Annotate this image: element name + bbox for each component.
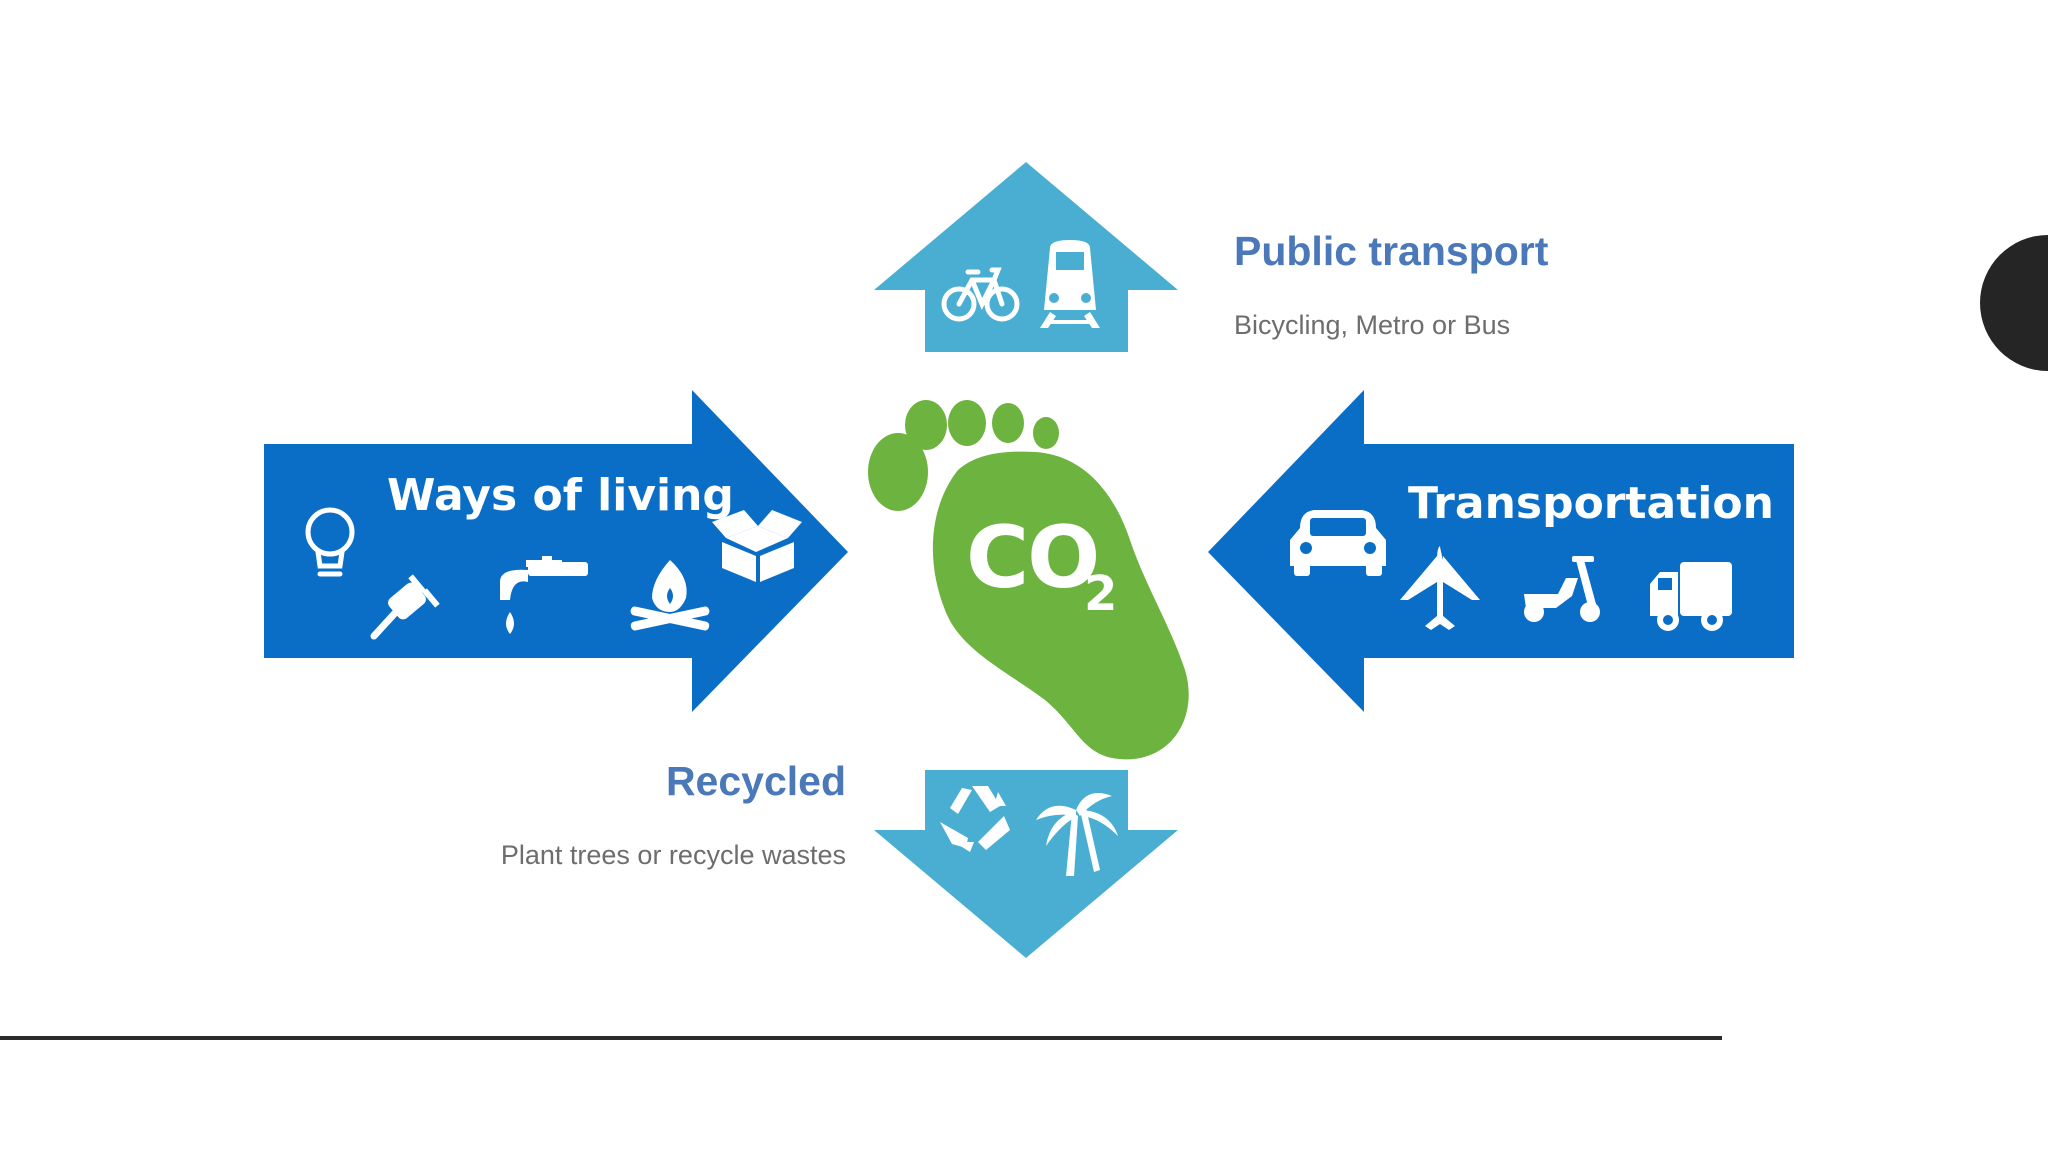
campfire-icon: [630, 560, 710, 631]
train-icon: [1040, 240, 1100, 328]
plug-icon: [370, 574, 440, 640]
truck-icon: [1650, 562, 1732, 631]
footprint-icon: [868, 400, 1189, 760]
transportation-label: Transportation: [1408, 478, 1774, 529]
scooter-icon: [1524, 556, 1600, 622]
co2-subscript: 2: [1084, 566, 1118, 622]
co2-label: CO: [966, 508, 1100, 608]
public-transport-arrow: [874, 162, 1178, 352]
divider-line: [0, 1036, 1722, 1040]
public-transport-heading: Public transport: [1234, 228, 1549, 274]
transportation-arrow: [1208, 390, 1794, 712]
recycled-heading: Recycled: [665, 758, 846, 804]
box-icon: [712, 510, 802, 582]
public-transport-subtitle: Bicycling, Metro or Bus: [1234, 310, 1511, 340]
ways-of-living-label: Ways of living: [387, 470, 734, 521]
bicycle-icon: [941, 267, 1020, 322]
lightbulb-icon: [305, 507, 355, 577]
faucet-icon: [500, 556, 588, 634]
recycle-icon: [940, 786, 1010, 852]
palm-tree-icon: [1036, 793, 1118, 876]
recycled-subtitle: Plant trees or recycle wastes: [500, 840, 846, 870]
recycled-arrow: [874, 770, 1178, 958]
car-icon: [1290, 510, 1386, 576]
airplane-icon: [1400, 546, 1480, 630]
ways-of-living-arrow: [264, 390, 848, 712]
